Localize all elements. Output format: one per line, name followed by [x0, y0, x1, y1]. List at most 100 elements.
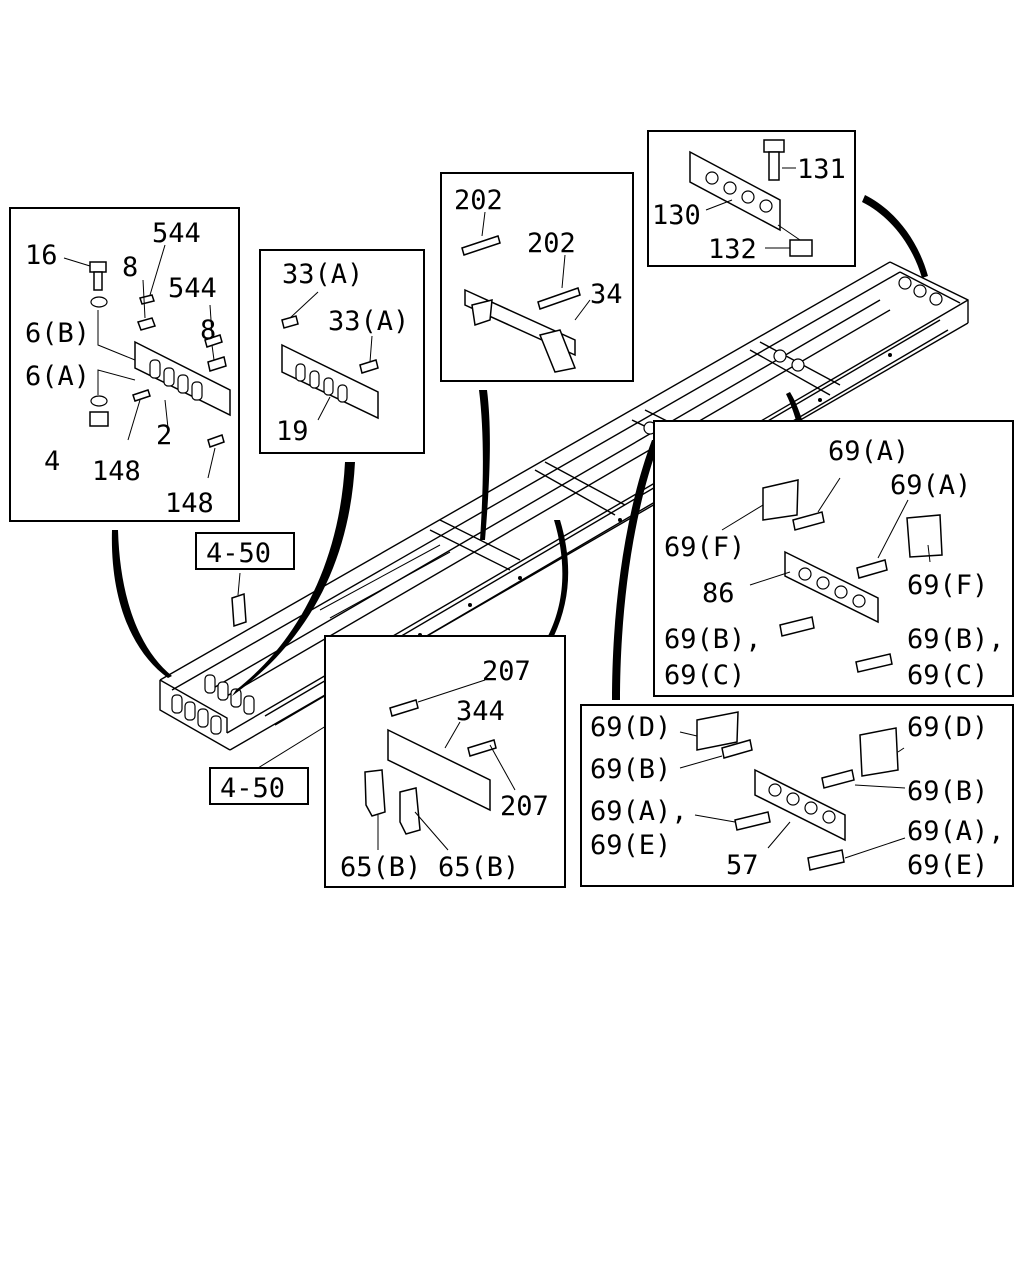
- label-148: 148: [165, 488, 214, 519]
- label-69b: 69(B),: [664, 624, 762, 655]
- plate-part: [204, 334, 223, 348]
- label-69e: 69(E): [590, 830, 671, 861]
- label-4: 4: [44, 446, 60, 477]
- label-69e: 69(E): [907, 850, 988, 881]
- label-130: 130: [652, 200, 701, 231]
- frame-hole: [184, 701, 196, 721]
- plate-part: [779, 616, 815, 637]
- label-2: 2: [156, 420, 172, 451]
- detail-box-crossmember-34: 202 202 34: [440, 172, 634, 382]
- label-69f: 69(F): [907, 570, 988, 601]
- callout-arrow: [548, 520, 569, 640]
- label-148: 148: [92, 456, 141, 487]
- frame-hole: [791, 358, 805, 372]
- plate-part: [856, 559, 888, 579]
- label-207: 207: [500, 791, 549, 822]
- bolt-icon: [763, 139, 785, 153]
- bracket-part: [696, 711, 739, 751]
- callout-arrow: [479, 390, 490, 540]
- label-8: 8: [200, 315, 216, 346]
- frame-hole: [913, 284, 927, 298]
- label-19: 19: [276, 416, 309, 447]
- label-33a: 33(A): [282, 259, 363, 290]
- plate-part: [207, 434, 225, 448]
- bracket-part: [364, 769, 386, 817]
- frame-hole: [210, 715, 222, 735]
- plate-part: [721, 739, 753, 759]
- plate-part: [137, 317, 156, 331]
- ref-label: 4-50: [220, 773, 285, 804]
- label-69d: 69(D): [907, 712, 988, 743]
- label-65b: 65(B): [438, 852, 519, 883]
- frame-hole: [929, 292, 943, 306]
- bracket-part: [762, 479, 799, 521]
- label-69a: 69(A): [828, 436, 909, 467]
- label-131: 131: [797, 154, 846, 185]
- label-6b: 6(B): [25, 318, 90, 349]
- bracket-part: [859, 727, 899, 777]
- frame-hole: [197, 708, 209, 728]
- label-69f: 69(F): [664, 532, 745, 563]
- label-207: 207: [482, 656, 531, 687]
- detail-box-crossmember-57: 69(D) 69(D) 69(B) 69(B) 69(A), 69(E) 57 …: [580, 704, 1014, 887]
- bracket-part: [906, 514, 943, 558]
- label-544: 544: [168, 273, 217, 304]
- ref-label: 4-50: [206, 538, 271, 569]
- label-69d: 69(D): [590, 712, 671, 743]
- plate-part: [537, 287, 581, 310]
- label-6a: 6(A): [25, 361, 90, 392]
- detail-box-front-crossmember: 16 544 8 544 6(B) 8 6(A) 2 4 148 148: [9, 207, 240, 522]
- frame-hole: [243, 695, 255, 715]
- label-34: 34: [590, 279, 623, 310]
- label-202: 202: [527, 228, 576, 259]
- label-132: 132: [708, 234, 757, 265]
- label-57: 57: [726, 850, 759, 881]
- label-202: 202: [454, 185, 503, 216]
- frame-hole: [204, 674, 216, 694]
- frame-hole: [898, 276, 912, 290]
- frame-hole: [217, 681, 229, 701]
- detail-box-crossmember-344: 207 344 207 65(B) 65(B): [324, 635, 566, 888]
- washer-icon: [90, 395, 108, 407]
- label-86: 86: [702, 578, 735, 609]
- plate-part: [792, 511, 825, 531]
- callout-arrow: [111, 530, 172, 678]
- frame-hole: [171, 694, 183, 714]
- label-16: 16: [25, 240, 58, 271]
- detail-box-rear-crossmember: 131 130 132: [647, 130, 856, 267]
- label-33a: 33(A): [328, 306, 409, 337]
- label-69a: 69(A): [890, 470, 971, 501]
- ref-box-4-50-bottom[interactable]: 4-50: [209, 767, 309, 805]
- label-544: 544: [152, 218, 201, 249]
- ref-box-4-50-top[interactable]: 4-50: [195, 532, 295, 570]
- callout-arrow: [862, 195, 928, 278]
- frame-bracket: [231, 592, 247, 628]
- label-69b: 69(B): [907, 776, 988, 807]
- plate-part: [461, 235, 501, 256]
- plate-part: [734, 811, 771, 831]
- plate-part: [389, 699, 419, 717]
- label-69c: 69(C): [664, 660, 745, 691]
- plate-part: [359, 359, 379, 374]
- label-69c: 69(C): [907, 660, 988, 691]
- label-8: 8: [122, 252, 138, 283]
- plate-part: [855, 653, 893, 673]
- label-69b: 69(B): [590, 754, 671, 785]
- nut-icon: [89, 411, 109, 427]
- plate-part: [821, 769, 855, 789]
- label-65b: 65(B): [340, 852, 421, 883]
- label-69a: 69(A),: [907, 816, 1005, 847]
- detail-box-crossmember-86: 69(A) 69(A) 69(F) 86 69(F) 69(B), 69(B),…: [653, 420, 1014, 697]
- nut-icon: [789, 239, 813, 257]
- plate-part: [132, 389, 151, 402]
- plate-part: [207, 356, 227, 372]
- label-69b: 69(B),: [907, 624, 1005, 655]
- crossmember-part: [387, 728, 491, 812]
- bracket-part: [399, 787, 421, 835]
- frame-hole: [230, 688, 242, 708]
- plate-part: [807, 849, 845, 871]
- frame-hole: [773, 349, 787, 363]
- label-344: 344: [456, 696, 505, 727]
